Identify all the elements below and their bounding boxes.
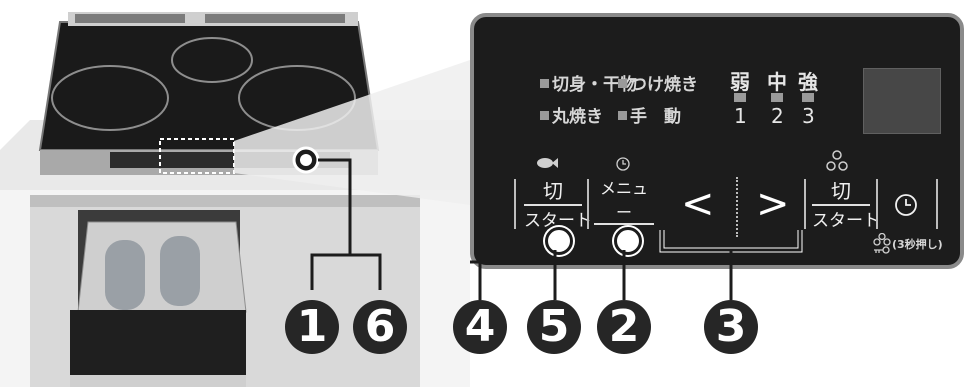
prev-button[interactable]: <	[681, 181, 715, 227]
mode-maruyaki: 丸焼き	[540, 102, 603, 127]
stove-illustration	[0, 12, 470, 387]
burner-off-label: 切	[831, 179, 851, 203]
burners-icon	[826, 150, 848, 171]
control-panel: 切身・干物 つけ焼き 丸焼き 手 動 弱 1 中 2 強 3 切 スタート メニ…	[470, 13, 964, 269]
callout-badge-4: 4	[453, 300, 507, 354]
underline	[812, 204, 870, 206]
mode-kirimi-himono: 切身・干物	[540, 70, 637, 95]
timer-button[interactable]	[894, 193, 918, 217]
callout-dot-2	[614, 227, 642, 255]
callout-badge-5: 5	[527, 300, 581, 354]
menu-label: メニュー	[599, 179, 648, 222]
lock-note: (3秒押し)	[892, 238, 943, 251]
callout-badge-1: 1	[285, 300, 339, 354]
display-window	[863, 68, 941, 134]
level-weak-led	[734, 93, 746, 102]
lock-key-icon	[873, 233, 891, 254]
separator	[514, 179, 516, 229]
level-medium-number: 2	[771, 104, 784, 128]
separator	[936, 179, 938, 229]
callout-badge-2: 2	[597, 300, 651, 354]
mode-tsukeyaki: つけ焼き	[618, 70, 698, 95]
callout-dot-5	[545, 227, 573, 255]
callout-badge-6: 6	[353, 300, 407, 354]
menu-button[interactable]: メニュー	[594, 175, 654, 247]
callout-badge-3: 3	[704, 300, 758, 354]
fish-icon	[537, 158, 558, 168]
mode-manual: 手 動	[618, 102, 681, 127]
level-weak-label: 弱	[730, 70, 750, 94]
next-button[interactable]: >	[756, 181, 790, 227]
level-medium-label: 中	[767, 70, 787, 94]
underline	[524, 204, 582, 206]
grill-start-label: スタート	[524, 211, 592, 231]
dotted-divider	[736, 177, 738, 237]
timer-icon	[616, 157, 630, 171]
burner-start-label: スタート	[812, 211, 880, 231]
grill-start-button[interactable]: 切 スタート	[524, 175, 592, 231]
separator	[876, 179, 878, 229]
separator	[587, 179, 589, 229]
level-medium-led	[771, 93, 783, 102]
separator	[804, 179, 806, 229]
grill-off-label: 切	[543, 179, 563, 203]
level-strong-label: 強	[798, 70, 818, 94]
level-strong-led	[802, 93, 814, 102]
level-weak-number: 1	[734, 104, 747, 128]
burner-start-button[interactable]: 切 スタート	[812, 175, 880, 231]
level-strong-number: 3	[802, 104, 815, 128]
underline	[594, 223, 654, 225]
